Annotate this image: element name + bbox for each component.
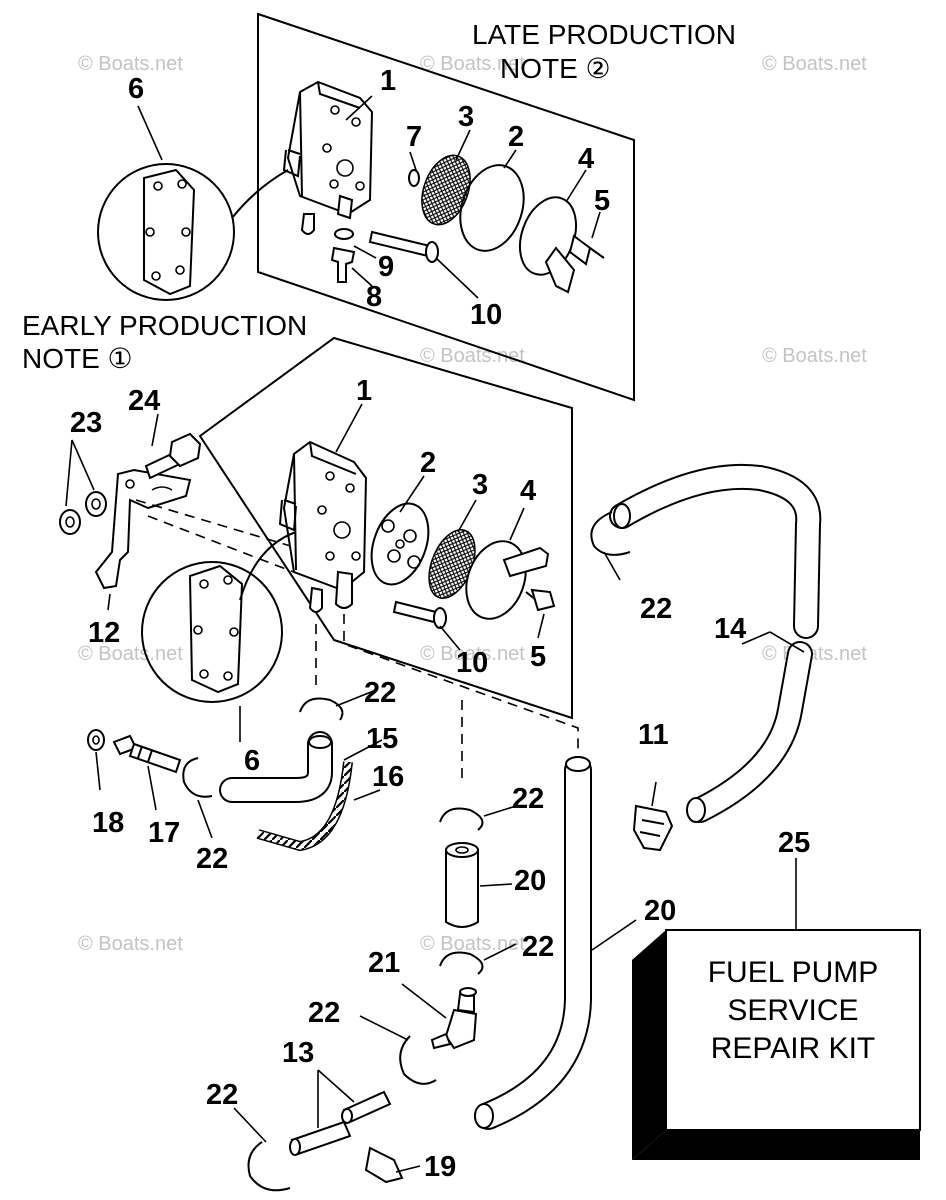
callout-5-late: 5 — [594, 185, 610, 217]
watermark: © Boats.net — [420, 53, 525, 75]
callout-19: 19 — [424, 1151, 456, 1183]
callout-18: 18 — [92, 807, 124, 839]
clamp-22-left — [182, 757, 213, 798]
callout-22-b: 22 — [196, 843, 228, 875]
kit-line-3: REPAIR KIT — [711, 1032, 875, 1065]
watermark: © Boats.net — [762, 53, 867, 75]
callout-2-early: 2 — [420, 447, 436, 479]
callout-7-late: 7 — [406, 121, 422, 153]
watermark: © Boats.net — [420, 643, 525, 665]
clip-19 — [364, 1146, 404, 1184]
bracket-bolt — [144, 432, 202, 480]
clamp-22-tube — [399, 1035, 437, 1085]
callout-9-late: 9 — [378, 251, 394, 283]
late-production-panel — [257, 12, 635, 402]
watermark: © Boats.net — [78, 53, 183, 75]
callout-3-early: 3 — [472, 469, 488, 501]
callout-22-f: 22 — [206, 1079, 238, 1111]
fuel-pump-body-late — [282, 80, 374, 235]
callout-4-early: 4 — [520, 475, 536, 507]
callout-20-long: 20 — [644, 895, 676, 927]
late-production-note: NOTE ② — [500, 53, 611, 84]
early-production-note: NOTE ① — [22, 343, 133, 374]
callout-8-late: 8 — [366, 281, 382, 313]
watermarks: © Boats.net © Boats.net © Boats.net © Bo… — [78, 53, 867, 955]
callout-13: 13 — [282, 1037, 314, 1069]
callout-25: 25 — [778, 827, 810, 859]
callout-16: 16 — [372, 761, 404, 793]
clamp-22-top — [299, 697, 344, 721]
callout-22-g: 22 — [640, 593, 672, 625]
diaphragm-early — [370, 502, 430, 586]
callout-17: 17 — [148, 817, 180, 849]
cover-bolt-early — [392, 600, 447, 629]
clamp-22-bottom — [247, 1141, 291, 1192]
spring-16 — [256, 761, 353, 852]
early-production-label: EARLY PRODUCTION — [22, 310, 307, 341]
gasket-detail-early — [141, 531, 297, 703]
late-production-assembly: LATE PRODUCTION NOTE ② — [97, 12, 736, 402]
o-ring-small-late — [408, 169, 420, 187]
lower-parts: FUEL PUMP SERVICE REPAIR KIT 22 15 16 18… — [87, 463, 921, 1192]
fitting-late — [330, 246, 356, 283]
callout-2-late: 2 — [508, 121, 524, 153]
clamp-22-lower — [439, 951, 484, 975]
callout-6-late: 6 — [128, 73, 144, 105]
callout-4-late: 4 — [578, 143, 594, 175]
kit-line-2: SERVICE — [727, 994, 858, 1027]
callout-22-e: 22 — [308, 997, 340, 1029]
gasket-detail-late — [97, 163, 289, 301]
cover-late — [518, 196, 578, 294]
callout-3-late: 3 — [458, 101, 474, 133]
watermark: © Boats.net — [78, 643, 183, 665]
callout-6-early: 6 — [244, 745, 260, 777]
callout-22-d: 22 — [522, 931, 554, 963]
washers — [59, 491, 107, 535]
kit-line-1: FUEL PUMP — [708, 956, 879, 989]
callout-15: 15 — [366, 723, 398, 755]
callout-5-early: 5 — [530, 641, 546, 673]
watermark: © Boats.net — [420, 345, 525, 367]
o-ring-fitting-late — [334, 228, 354, 240]
callout-20-short: 20 — [514, 865, 546, 897]
elbow-hose-15 — [219, 731, 333, 803]
mounting-bracket — [94, 468, 192, 590]
tubes-13 — [289, 1090, 392, 1156]
late-production-label: LATE PRODUCTION — [472, 19, 736, 50]
fitting-17 — [112, 734, 182, 774]
clamp-11 — [632, 804, 674, 852]
early-production-assembly: EARLY PRODUCTION NOTE ① — [22, 310, 579, 782]
elbow-fitting-21 — [430, 987, 478, 1050]
clamp-22-mid — [439, 807, 484, 831]
callout-1-late: 1 — [380, 65, 396, 97]
clamp-22-hose — [590, 511, 631, 556]
callout-11: 11 — [638, 719, 669, 751]
cover-bolt-late — [368, 230, 439, 263]
callout-10-early: 10 — [456, 647, 488, 679]
washer-18 — [87, 729, 105, 751]
callout-1-early: 1 — [356, 375, 372, 407]
hose-14 — [609, 463, 822, 823]
callout-23: 23 — [70, 407, 102, 439]
filter-screen-late — [421, 154, 471, 226]
repair-kit-box: FUEL PUMP SERVICE REPAIR KIT — [632, 929, 921, 1160]
hose-20-short — [445, 842, 479, 928]
cover-early — [465, 540, 550, 620]
fuel-pump-body-early — [278, 440, 368, 613]
watermark: © Boats.net — [762, 345, 867, 367]
watermark: © Boats.net — [762, 643, 867, 665]
callout-24: 24 — [128, 385, 160, 417]
cover-screw-late — [568, 234, 605, 266]
callout-14: 14 — [714, 613, 746, 645]
callout-21: 21 — [368, 947, 400, 979]
hose-20-long — [474, 756, 592, 1130]
cover-screw-early — [525, 588, 556, 612]
watermark: © Boats.net — [78, 933, 183, 955]
callout-10-late: 10 — [470, 299, 502, 331]
callout-22-c: 22 — [512, 783, 544, 815]
callout-12: 12 — [88, 617, 120, 649]
watermark: © Boats.net — [420, 933, 525, 955]
callout-22-a: 22 — [364, 677, 396, 709]
